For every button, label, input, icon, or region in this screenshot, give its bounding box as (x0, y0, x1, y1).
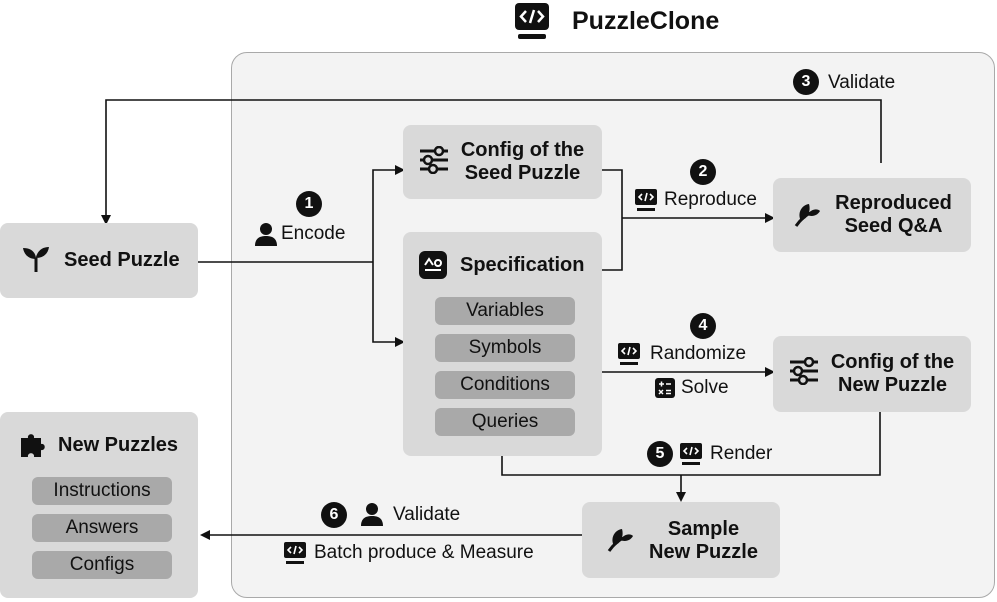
seed-puzzle-label: Seed Puzzle (64, 249, 180, 271)
spec-doc-icon (419, 251, 447, 284)
sliders-icon (789, 356, 819, 390)
sample-new-line1: Sample (667, 518, 740, 540)
step-6-label: Validate (393, 504, 461, 525)
step-5-label: Render (710, 443, 773, 464)
spec-item-symbols: Symbols (435, 334, 575, 362)
code-monitor-icon (618, 343, 640, 370)
specification-label: Specification (460, 254, 585, 276)
step-6-badge: 6 (321, 502, 347, 528)
step-4-sub: Solve (681, 377, 729, 398)
puzzle-icon (19, 430, 47, 463)
reproduced-line2: Seed Q&A (844, 215, 943, 237)
code-monitor-icon (284, 542, 306, 569)
page-title: PuzzleClone (572, 7, 720, 35)
code-monitor-icon (514, 2, 550, 45)
step-5-badge: 5 (647, 441, 673, 467)
new-puzzles-label: New Puzzles (58, 434, 179, 456)
reproduced-line1: Reproduced (835, 192, 952, 214)
step-3-label: Validate (828, 72, 896, 93)
sliders-icon (419, 145, 449, 179)
sample-new-line2: New Puzzle (649, 541, 758, 563)
sprout-icon (22, 246, 50, 277)
calculator-icon (655, 378, 675, 403)
new-item-instructions: Instructions (32, 477, 172, 505)
config-seed-line1: Config of the (460, 139, 585, 161)
config-new-line2: New Puzzle (838, 374, 947, 396)
step-6-sub: Batch produce & Measure (314, 542, 534, 563)
step-2-label: Reproduce (664, 189, 757, 210)
new-item-answers: Answers (32, 514, 172, 542)
sprout-icon (606, 524, 634, 557)
user-icon (360, 502, 384, 531)
new-item-configs: Configs (32, 551, 172, 579)
code-monitor-icon (680, 443, 702, 470)
step-2-badge: 2 (690, 159, 716, 185)
step-3-badge: 3 (793, 69, 819, 95)
spec-item-conditions: Conditions (435, 371, 575, 399)
user-icon (254, 222, 278, 251)
config-seed-node (403, 125, 602, 199)
config-new-line1: Config of the (830, 351, 955, 373)
step-1-label: Encode (281, 223, 346, 244)
step-4-badge: 4 (690, 313, 716, 339)
spec-item-variables: Variables (435, 297, 575, 325)
step-4-label: Randomize (650, 343, 747, 364)
spec-item-queries: Queries (435, 408, 575, 436)
config-seed-line2: Seed Puzzle (464, 162, 581, 184)
config-new-node (773, 336, 971, 412)
seed-puzzle-node (0, 223, 198, 298)
sprout-icon (793, 199, 821, 232)
step-1-badge: 1 (296, 191, 322, 217)
code-monitor-icon (635, 189, 657, 216)
